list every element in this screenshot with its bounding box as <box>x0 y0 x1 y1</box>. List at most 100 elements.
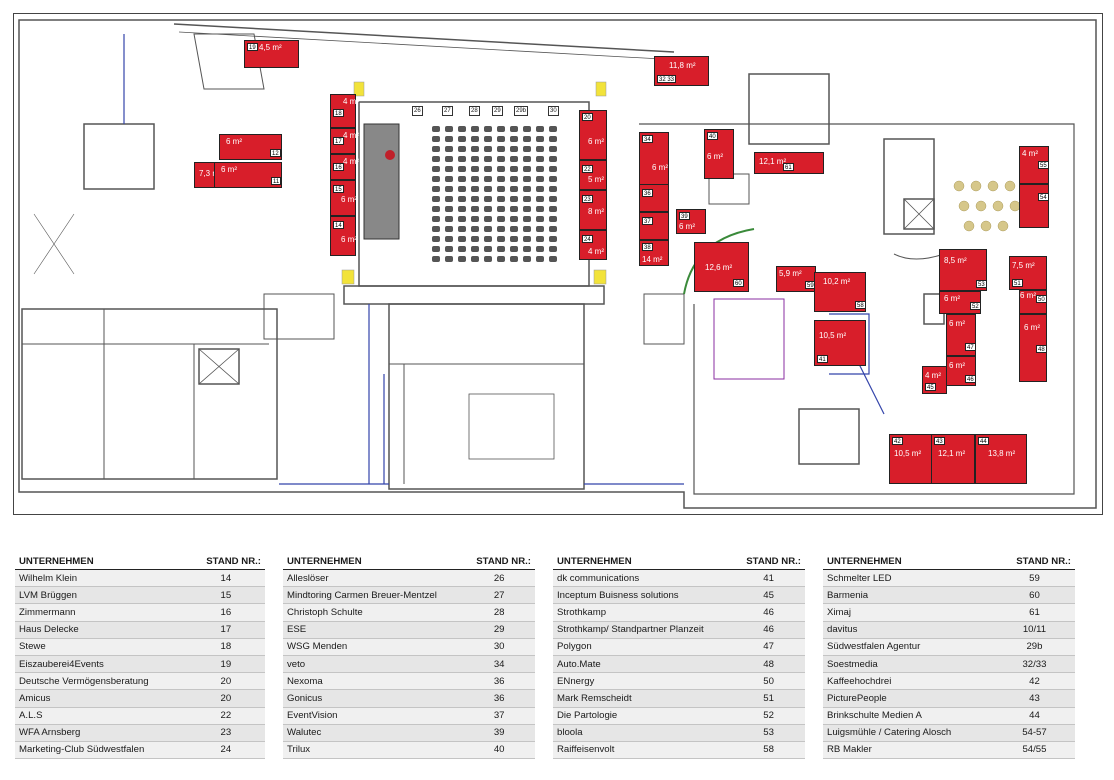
seat <box>458 256 466 262</box>
stand-number: 36 <box>463 672 535 691</box>
booth-area: 5,9 m² <box>779 269 802 278</box>
hall-seat-label: 28 <box>469 106 480 116</box>
seat <box>458 176 466 182</box>
stand-number: 28 <box>463 603 535 622</box>
booth-number: 55 <box>1038 161 1049 169</box>
booth-number: 34 <box>642 135 653 143</box>
booth-area: 10,5 m² <box>894 449 922 458</box>
stand-number: 54-57 <box>993 724 1075 742</box>
round-table <box>987 180 999 192</box>
booth-number: 14 <box>333 221 344 229</box>
seat <box>523 176 531 182</box>
seat <box>445 196 453 202</box>
round-table <box>997 220 1009 232</box>
company-name: Christoph Schulte <box>283 603 464 622</box>
booth-number: 16 <box>333 163 344 171</box>
seat <box>445 126 453 132</box>
seat <box>549 146 557 152</box>
hall-seat-label: 29b <box>514 106 529 116</box>
seat <box>510 186 518 192</box>
seat <box>536 186 544 192</box>
seat <box>510 166 518 172</box>
header-stand: STAND NR.: <box>993 553 1075 570</box>
stand-number: 34 <box>463 655 535 674</box>
seat <box>549 236 557 242</box>
company-name: Haus Delecke <box>15 621 187 639</box>
seat <box>549 246 557 252</box>
seat <box>523 126 531 132</box>
booth-54[interactable]: 54 <box>1019 184 1049 228</box>
hall-seat-label: 30 <box>548 106 559 116</box>
booth-42[interactable]: 42 10,5 m² <box>889 434 933 484</box>
seat <box>471 226 479 232</box>
seat <box>471 166 479 172</box>
seat <box>458 166 466 172</box>
booth-area: 4 m² <box>925 371 941 380</box>
company-name: A.L.S <box>15 707 187 725</box>
seat <box>445 236 453 242</box>
seat <box>549 166 557 172</box>
seat <box>497 206 505 212</box>
booth-area: 10,5 m² <box>819 331 847 340</box>
company-name: Amicus <box>15 689 187 708</box>
booth-36[interactable]: 36 <box>639 184 669 212</box>
company-name: Schmelter LED <box>823 569 994 588</box>
stand-number: 29 <box>463 621 535 639</box>
seat <box>549 216 557 222</box>
seat <box>510 206 518 212</box>
company-name: Alleslöser <box>283 569 464 588</box>
seat <box>497 246 505 252</box>
seat <box>484 156 492 162</box>
stand-number: 42 <box>993 672 1075 691</box>
seat <box>523 226 531 232</box>
seat <box>523 156 531 162</box>
seat <box>549 176 557 182</box>
booth-number: 42 <box>892 437 903 445</box>
booth-37[interactable]: 37 <box>639 212 669 240</box>
stand-number: 46 <box>732 603 805 622</box>
booth-area: 6 m² <box>1020 291 1036 300</box>
booth-number: 17 <box>333 137 344 145</box>
seat <box>445 176 453 182</box>
seat <box>484 166 492 172</box>
seat <box>471 256 479 262</box>
seat <box>458 246 466 252</box>
